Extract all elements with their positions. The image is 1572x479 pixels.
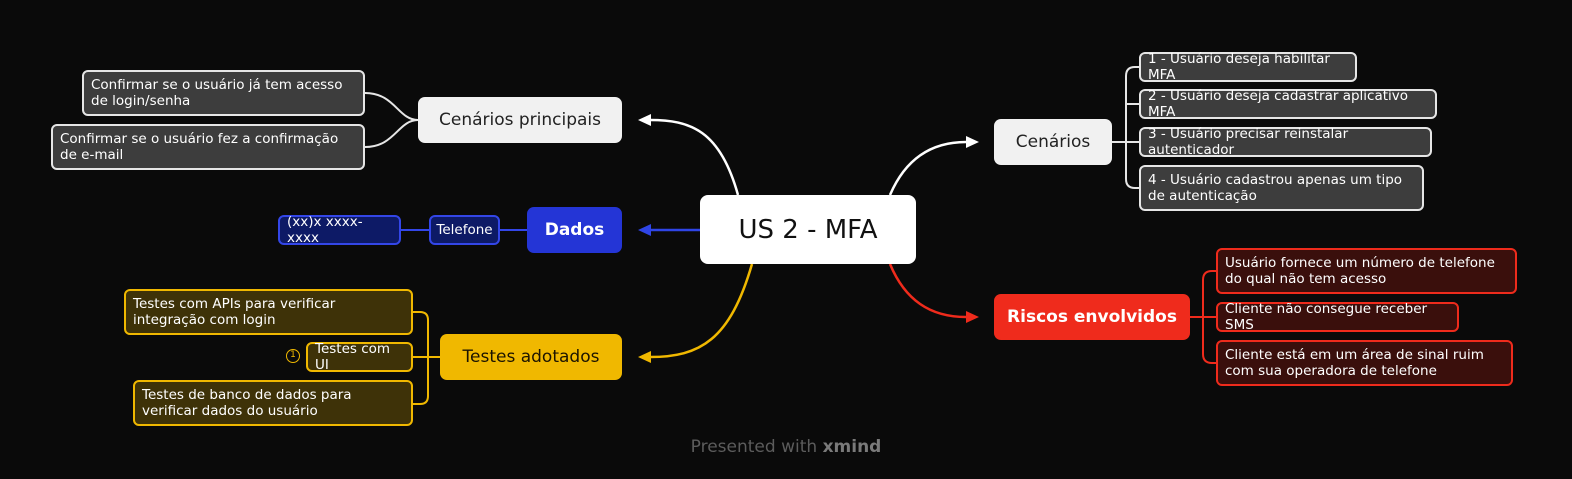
arrow-testes <box>638 351 651 363</box>
subtopic-label: Cliente não consegue receber SMS <box>1225 301 1428 333</box>
subtopic-cp-1[interactable]: Confirmar se o usuário já tem acesso de … <box>82 70 365 116</box>
topic-cenarios-principais[interactable]: Cenários principais <box>418 97 622 143</box>
link-testes <box>649 263 754 359</box>
subtopic-label: Testes com APIs para verificar integraçã… <box>133 296 336 328</box>
topic-riscos-envolvidos[interactable]: Riscos envolvidos <box>994 294 1190 340</box>
xmind-brand: xmind <box>822 437 882 457</box>
subtopic-label: Confirmar se o usuário já tem acesso de … <box>91 77 343 109</box>
link-cp-2 <box>364 119 419 148</box>
subtopic-risco-3[interactable]: Cliente está em um área de sinal ruim co… <box>1216 340 1513 386</box>
topic-dados[interactable]: Dados <box>527 207 622 253</box>
arrow-dados <box>638 224 651 236</box>
subtopic-label: 1 - Usuário deseja habilitar MFA <box>1148 51 1330 83</box>
link-cp-1 <box>364 92 419 121</box>
link-cenarios <box>888 140 967 196</box>
subtopic-risco-2[interactable]: Cliente não consegue receber SMS <box>1216 301 1459 333</box>
subtopic-cp-2[interactable]: Confirmar se o usuário fez a confirmação… <box>51 124 365 170</box>
arrow-cenarios <box>966 136 979 148</box>
subtopic-testes-api[interactable]: Testes com APIs para verificar integraçã… <box>124 289 413 335</box>
subtopic-cenario-4[interactable]: 4 - Usuário cadastrou apenas um tipo de … <box>1139 165 1424 211</box>
subtopic-cenario-3[interactable]: 3 - Usuário precisar reinstalar autentic… <box>1139 126 1432 158</box>
subtopic-label: 2 - Usuário deseja cadastrar aplicativo … <box>1148 88 1409 120</box>
central-topic-label: US 2 - MFA <box>738 214 878 245</box>
link-riscos <box>888 263 967 319</box>
topic-label: Testes adotados <box>462 347 600 367</box>
topic-label: Dados <box>544 220 605 240</box>
subtopic-label: (xx)x xxxx-xxxx <box>287 214 363 246</box>
priority-marker-icon: 1 <box>286 349 300 363</box>
subtopic-telefone-formato[interactable]: (xx)x xxxx-xxxx <box>278 214 401 246</box>
topic-label: Cenários principais <box>438 110 602 130</box>
topic-label: Cenários <box>1015 132 1091 152</box>
subtopic-label: Telefone <box>436 222 493 238</box>
link-cenarios-bracket <box>1125 66 1139 189</box>
link-cenarios-principais <box>649 118 740 196</box>
subtopic-testes-banco[interactable]: Testes de banco de dados para verificar … <box>133 380 413 426</box>
topic-cenarios[interactable]: Cenários <box>994 119 1112 165</box>
subtopic-risco-1[interactable]: Usuário fornece um número de telefone do… <box>1216 248 1517 294</box>
subtopic-label: Cliente está em um área de sinal ruim co… <box>1225 347 1484 379</box>
subtopic-label: 4 - Usuário cadastrou apenas um tipo de … <box>1148 172 1403 204</box>
subtopic-label: Confirmar se o usuário fez a confirmação… <box>60 131 339 163</box>
subtopic-label: Usuário fornece um número de telefone do… <box>1225 255 1495 287</box>
topic-label: Riscos envolvidos <box>1007 307 1177 327</box>
subtopic-cenario-1[interactable]: 1 - Usuário deseja habilitar MFA <box>1139 51 1357 83</box>
arrow-riscos <box>966 311 979 323</box>
subtopic-testes-ui[interactable]: Testes com UI <box>306 341 413 373</box>
subtopic-telefone[interactable]: Telefone <box>429 215 500 245</box>
subtopic-label: Testes com UI <box>315 341 391 373</box>
subtopic-label: Testes de banco de dados para verificar … <box>142 387 352 419</box>
presented-with-footer: Presented with xmind <box>0 437 1572 457</box>
topic-testes-adotados[interactable]: Testes adotados <box>440 334 622 380</box>
subtopic-label: 3 - Usuário precisar reinstalar autentic… <box>1148 126 1349 158</box>
subtopic-cenario-2[interactable]: 2 - Usuário deseja cadastrar aplicativo … <box>1139 88 1437 120</box>
footer-prefix: Presented with <box>690 437 818 457</box>
arrow-cenarios-principais <box>638 114 651 126</box>
central-topic[interactable]: US 2 - MFA <box>700 195 916 264</box>
